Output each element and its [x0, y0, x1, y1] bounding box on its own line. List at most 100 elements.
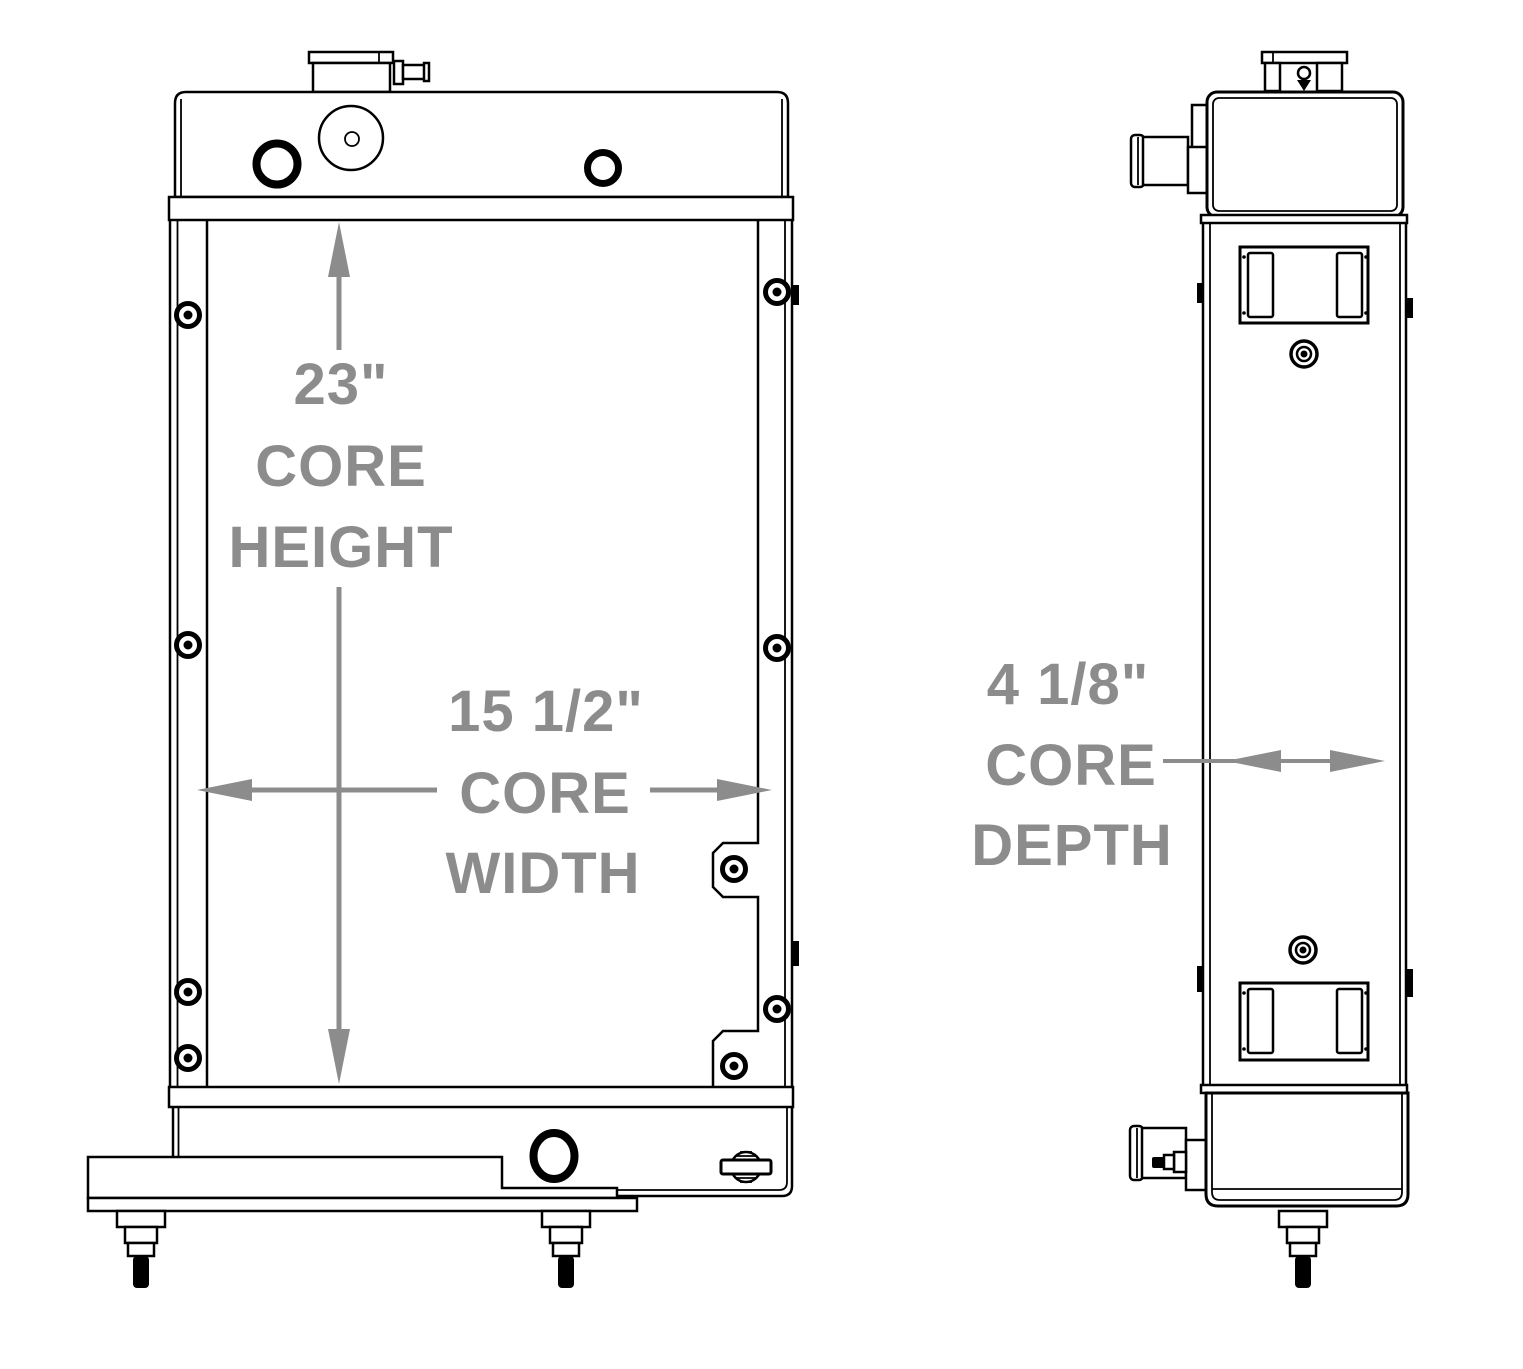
dim-core-depth-label1: CORE — [985, 733, 1157, 798]
bolt-fastener — [177, 981, 200, 1004]
arrow-right-icon — [717, 779, 772, 801]
fan-boss-center-hole — [344, 131, 360, 147]
dim-core-width-label1: CORE — [459, 761, 631, 826]
dim-core-width-label2: WIDTH — [445, 841, 640, 906]
core-top-band — [167, 195, 795, 222]
dimension-annotations: 23" CORE HEIGHT 15 1/2" CORE WIDTH 4 1/8… — [197, 222, 1385, 1084]
filler-cap-side — [1260, 50, 1349, 93]
dim-core-width: 15 1/2" CORE WIDTH — [197, 679, 772, 906]
outlet-flange — [1184, 1138, 1208, 1192]
top-tank-side — [1205, 90, 1405, 219]
arrow-left-icon — [1226, 750, 1281, 772]
mounting-pin — [540, 1209, 592, 1290]
bottom-tank-side — [1204, 1091, 1410, 1208]
dim-core-width-value: 15 1/2" — [448, 679, 644, 744]
side-channel-right — [711, 220, 799, 1087]
inlet-flange-upper — [1190, 103, 1209, 150]
core-top-band-side — [1199, 213, 1409, 225]
filler-cap — [307, 50, 431, 94]
overflow-tube-tip — [1297, 80, 1311, 91]
bottom-tank-front — [86, 1107, 794, 1290]
overflow-flange — [392, 59, 405, 86]
bottom-tank-outline — [1204, 1091, 1410, 1208]
dim-core-depth-label2: DEPTH — [971, 813, 1173, 878]
cap-post-left — [1263, 61, 1282, 93]
top-tank-outline — [1205, 90, 1405, 219]
dim-core-height-value: 23" — [293, 352, 388, 417]
inlet-flange-lower — [1186, 145, 1209, 195]
mounting-pin — [1277, 1209, 1329, 1290]
cap-lip — [307, 50, 395, 65]
tank-port-left — [252, 139, 302, 189]
notch-bolt-fastener — [723, 858, 746, 881]
bracket-dot — [1242, 991, 1246, 995]
drain-petcock-front — [719, 1150, 773, 1184]
petcock-step — [1162, 1153, 1176, 1171]
bracket-slot-right — [1335, 251, 1364, 319]
bracket-dot — [1242, 311, 1246, 315]
bracket-dot — [1242, 255, 1246, 259]
bolt-fastener — [177, 1047, 200, 1070]
bracket-dot — [1242, 1047, 1246, 1051]
bracket-dot — [1364, 991, 1368, 995]
arrow-down-icon — [328, 1029, 350, 1084]
filler-neck — [311, 61, 392, 94]
weld-tab — [792, 941, 799, 966]
side-channel-left — [168, 220, 209, 1087]
bracket-dot — [1364, 311, 1368, 315]
dim-core-depth: 4 1/8" CORE DEPTH — [971, 652, 1385, 878]
mounting-bracket-lower — [1238, 981, 1370, 1062]
bolt-fastener — [1289, 339, 1319, 369]
arrow-right-icon — [1330, 750, 1385, 772]
cap-lip — [1260, 50, 1349, 65]
dim-core-height-label2: HEIGHT — [228, 515, 453, 580]
bottom-tank-inner-line — [1211, 1093, 1403, 1201]
mounting-bracket-upper — [1238, 245, 1370, 325]
bracket-dot — [1364, 255, 1368, 259]
bolt-fastener — [177, 304, 200, 327]
bracket-slot-left — [1246, 987, 1275, 1055]
arrow-left-icon — [197, 779, 252, 801]
top-tank-inner-line — [1212, 97, 1398, 212]
tank-port-oval — [529, 1129, 579, 1183]
dim-core-height-label1: CORE — [255, 434, 427, 499]
inlet-pipe — [1141, 135, 1190, 187]
overflow-nipple-end — [422, 61, 431, 83]
weld-tab — [1197, 966, 1203, 992]
bolt-fastener — [766, 998, 789, 1021]
tank-right-edge — [618, 1107, 794, 1198]
side-view — [1128, 50, 1413, 1290]
bolt-fastener — [766, 637, 789, 660]
top-tank-front — [173, 90, 790, 199]
weld-tab — [1197, 283, 1203, 303]
fan-boss-circle — [317, 104, 385, 172]
petcock-tip — [1152, 1157, 1164, 1168]
front-view — [86, 50, 799, 1290]
channel-inner-edge-notched — [711, 220, 760, 1087]
weld-tab — [1407, 969, 1413, 997]
overflow-nipple — [401, 63, 427, 81]
inlet-fitting — [1129, 103, 1209, 195]
weld-tab — [792, 285, 799, 305]
outlet-fitting — [1128, 1124, 1208, 1192]
tank-right-inner-edge — [618, 1107, 788, 1191]
core-bottom-band — [167, 1085, 795, 1109]
bolt-fastener — [766, 281, 789, 304]
bracket-dot — [1364, 1047, 1368, 1051]
mounting-pin — [115, 1209, 167, 1290]
bracket-slot-right — [1335, 987, 1364, 1055]
notch-bolt-fastener — [723, 1055, 746, 1078]
bolt-fastener — [177, 634, 200, 657]
core-side — [1197, 223, 1413, 1085]
arrow-up-icon — [328, 222, 350, 277]
cap-post-right — [1315, 61, 1344, 93]
weld-tab — [1407, 298, 1413, 318]
dim-core-depth-value: 4 1/8" — [987, 652, 1150, 717]
overflow-tube-end — [1296, 65, 1312, 81]
bracket-flange-strip — [86, 1196, 639, 1213]
tank-port-right — [584, 149, 622, 187]
petcock-wing-bar — [719, 1158, 773, 1176]
petcock-step — [1172, 1150, 1188, 1174]
